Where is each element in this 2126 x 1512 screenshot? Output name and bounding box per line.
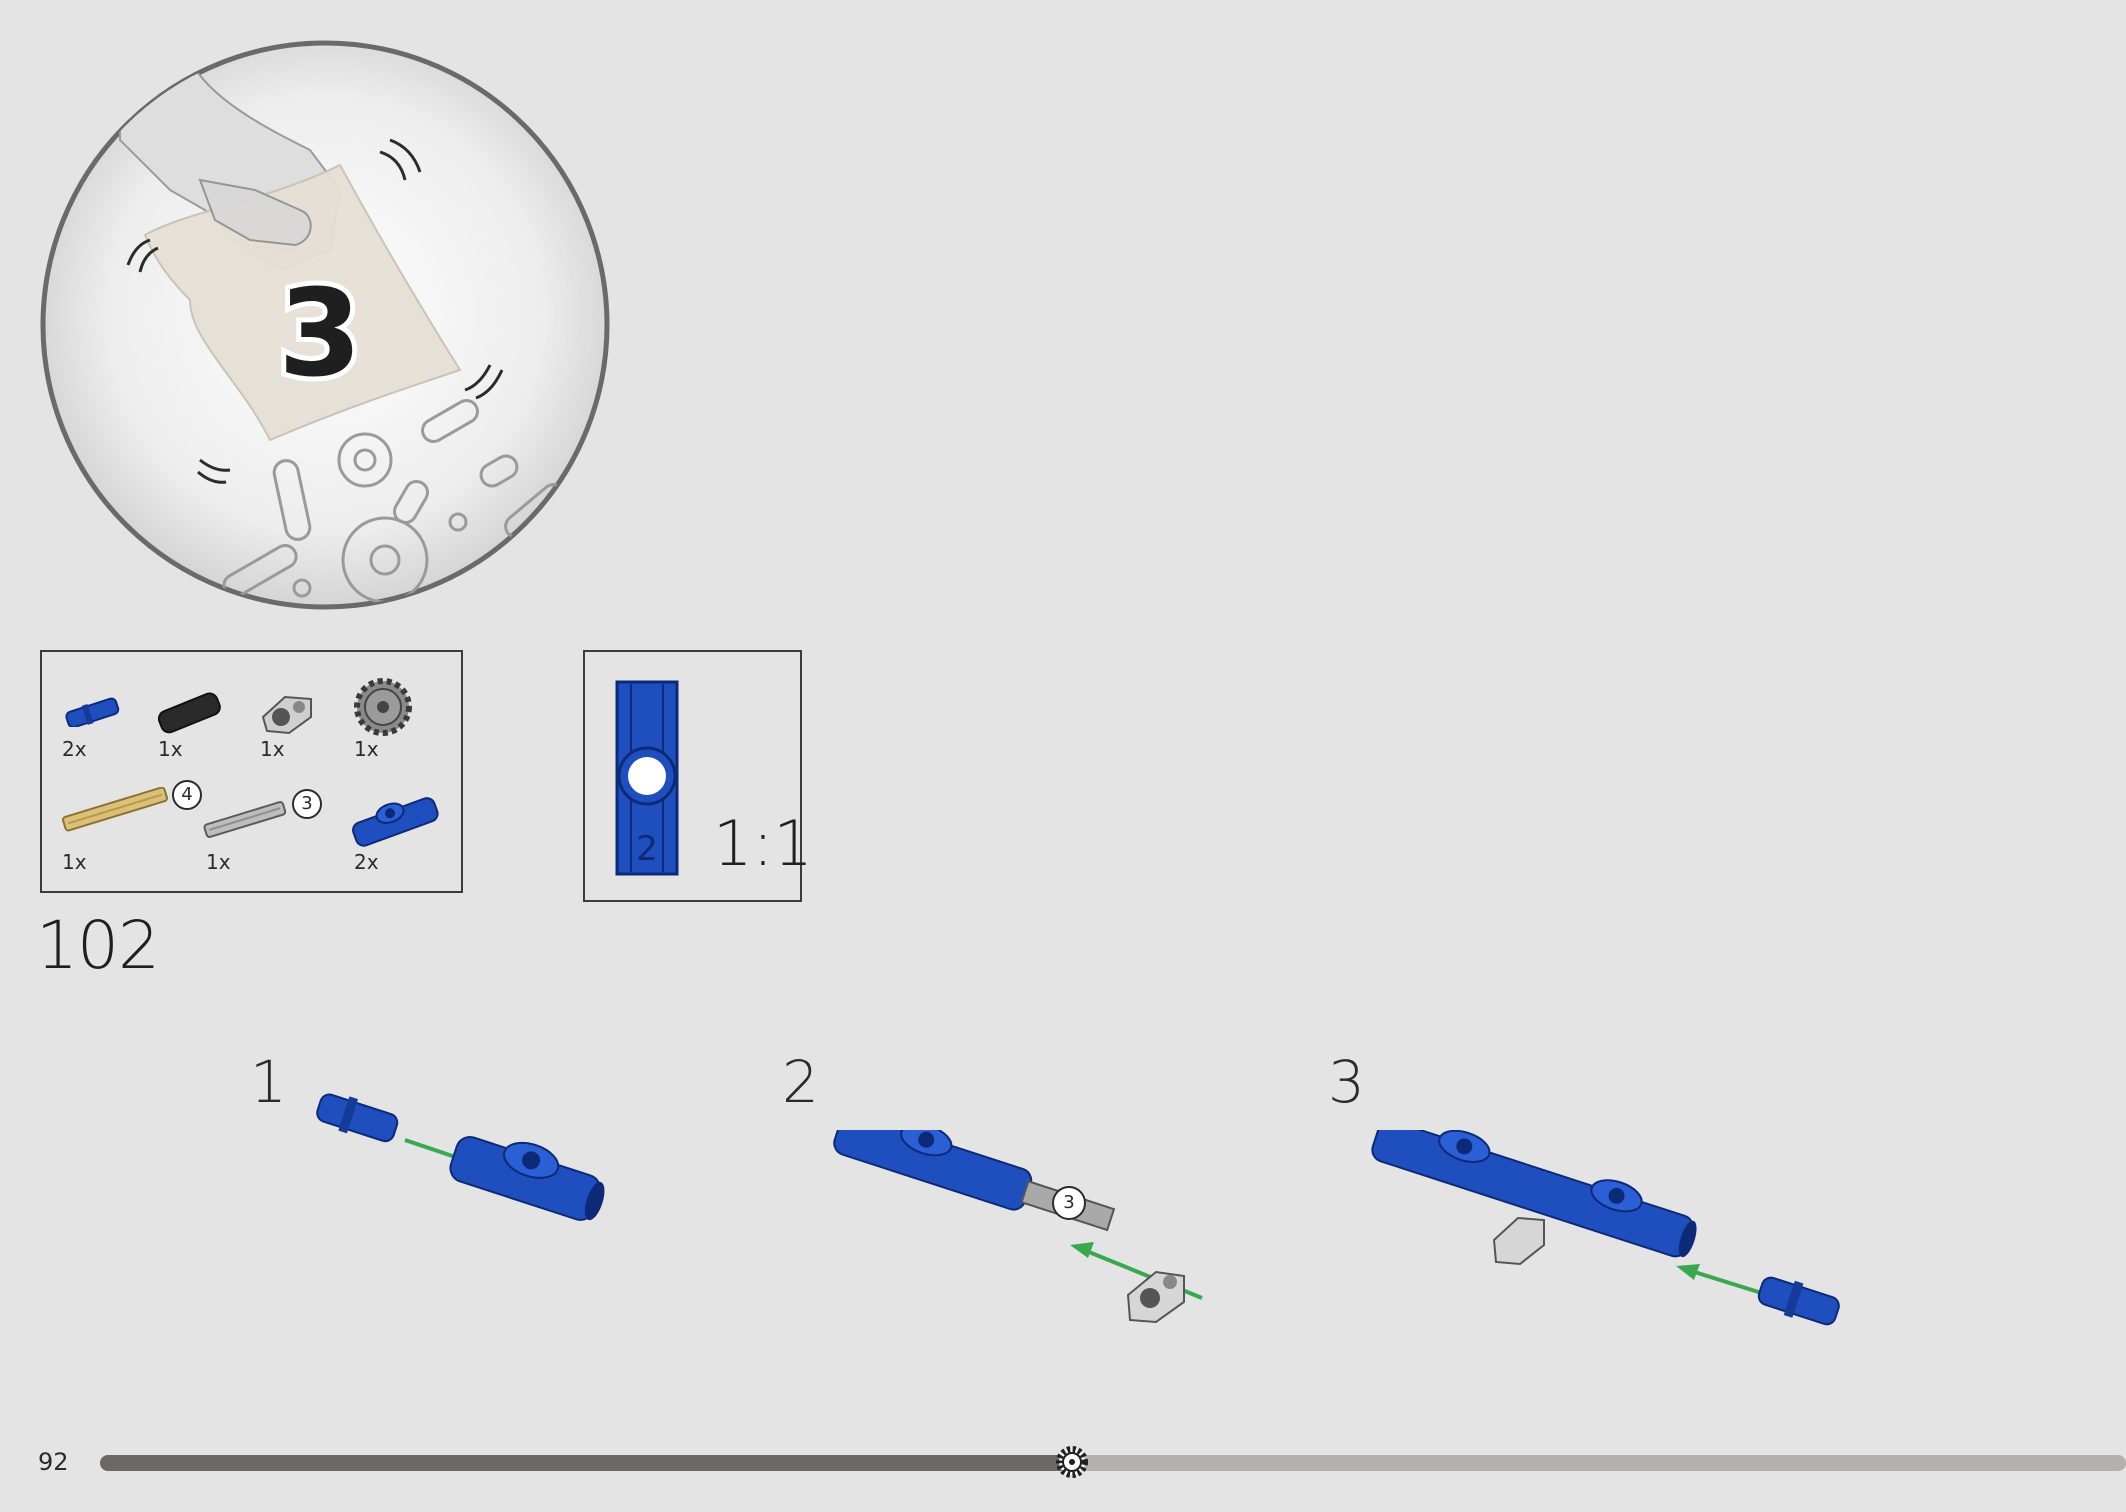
substep-1-illustration	[310, 1085, 630, 1249]
grey-gear-icon	[350, 674, 416, 740]
beam-length-label: 2	[636, 829, 658, 869]
part-qty: 1x	[260, 737, 285, 761]
blue-connector-icon	[348, 790, 443, 852]
part-qty: 1x	[62, 850, 87, 874]
step-number: 102	[36, 907, 160, 984]
substep-number: 3	[1328, 1048, 1365, 1116]
axle-length-badge: 3	[292, 789, 322, 819]
parts-list: 2x 1x 1x 1x 4 1x 3 1x 2x	[40, 650, 463, 893]
substep-number: 1	[250, 1048, 287, 1116]
open-bag-illustration: 3	[40, 40, 610, 610]
grey-axle-icon	[202, 800, 288, 840]
blue-beam-icon: 2	[615, 680, 679, 876]
substep-3-illustration	[1358, 1119, 1858, 1364]
scale-ratio: 1:1	[713, 807, 813, 880]
axle-length-badge: 4	[172, 780, 202, 810]
scale-reference-box: 2 1:1	[583, 650, 813, 902]
gear-icon	[1053, 1443, 1091, 1481]
page-number: 92	[38, 1448, 69, 1476]
part-qty: 2x	[62, 737, 87, 761]
bag-number: 3	[278, 265, 362, 404]
substep-2-illustration	[822, 1113, 1232, 1354]
part-qty: 1x	[354, 737, 379, 761]
axle-length-callout: 3	[1052, 1186, 1086, 1220]
tan-axle-icon	[60, 787, 170, 832]
progress-fill	[100, 1455, 1073, 1471]
grey-connector-icon	[257, 687, 317, 737]
part-qty: 2x	[354, 850, 379, 874]
blue-pin-icon	[62, 697, 122, 727]
substep-number: 2	[782, 1048, 819, 1116]
part-qty: 1x	[158, 737, 183, 761]
black-pin-icon	[154, 690, 224, 735]
part-qty: 1x	[206, 850, 231, 874]
